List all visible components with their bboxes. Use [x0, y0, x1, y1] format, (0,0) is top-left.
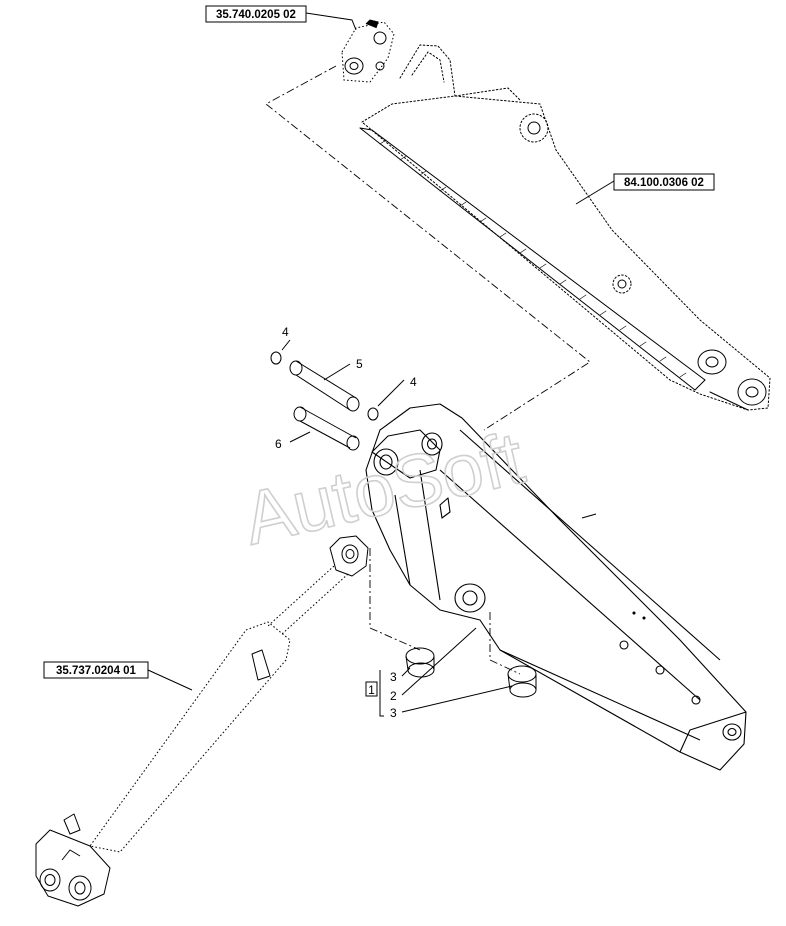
- bushings: [405, 647, 537, 698]
- callout-group-box: 1: [365, 681, 378, 697]
- upper-arm-part: [359, 44, 771, 411]
- assembly-lines: [265, 65, 591, 675]
- reference-box-top-bracket[interactable]: 35.740.0205 02: [205, 5, 307, 23]
- top-bracket-part: [341, 19, 395, 83]
- callout-pin-lower: 6: [275, 437, 282, 451]
- reference-top-bracket-label: 35.740.0205 02: [216, 9, 296, 21]
- pin-upper: [289, 360, 360, 412]
- pin-lower: [293, 406, 360, 451]
- flange-hatching: [379, 139, 687, 378]
- callout-pin-upper: 5: [356, 357, 363, 371]
- reference-box-arm[interactable]: 84.100.0306 02: [613, 173, 715, 191]
- leader-lines: [147, 12, 615, 717]
- bushing-left: [405, 647, 435, 678]
- callout-ring-right: 4: [410, 375, 417, 389]
- reference-arm-label: 84.100.0306 02: [624, 177, 704, 189]
- retaining-ring-right: [367, 407, 379, 421]
- cylinder-part: [35, 535, 369, 907]
- boom-part: [365, 403, 747, 771]
- bushing-right: [507, 665, 537, 698]
- retaining-ring-top: [270, 351, 282, 365]
- callout-group: 1: [368, 683, 375, 697]
- callout-bush-right: 3: [390, 706, 397, 720]
- callout-ring-top: 4: [282, 325, 289, 339]
- pins-and-rings: [270, 351, 379, 451]
- reference-box-cylinder[interactable]: 35.737.0204 01: [43, 661, 149, 679]
- callout-bushing: 2: [390, 689, 397, 703]
- reference-cylinder-label: 35.737.0204 01: [56, 665, 137, 677]
- callout-bush-left: 3: [390, 670, 397, 684]
